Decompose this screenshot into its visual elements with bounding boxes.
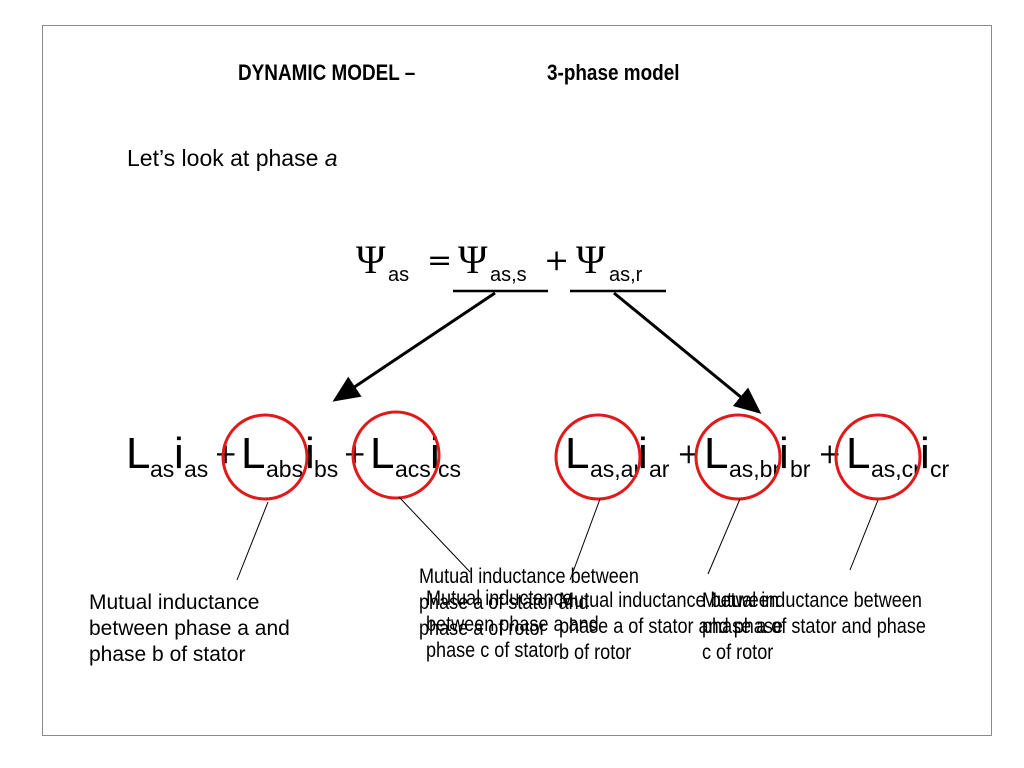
- psi-lhs-sub: as: [388, 264, 410, 286]
- psi-stator-term: Ψ: [458, 237, 488, 282]
- rotor-i1: i: [638, 429, 648, 478]
- stator-L3-sub: acs: [395, 456, 431, 482]
- rotor-L2-sub: as,br: [729, 456, 781, 482]
- stator-L2: L: [241, 429, 266, 478]
- rotor-L1-sub: as,ar: [590, 456, 642, 482]
- rotor-i1-sub: ar: [649, 456, 670, 482]
- psi-stator-sub: as,s: [490, 264, 527, 286]
- rotor-i3-sub: cr: [930, 456, 950, 482]
- rotor-plus-1: +: [677, 437, 701, 470]
- psi-rotor-term: Ψ: [576, 237, 606, 282]
- rotor-i2-sub: br: [790, 456, 811, 482]
- stator-L1: L: [126, 429, 151, 478]
- stator-L2-sub: abs: [266, 456, 304, 482]
- note-ac-rotor: Mutual inductance between phase a of sta…: [702, 589, 926, 664]
- slide-frame: [42, 25, 992, 736]
- note-ac-stator: Mutual inductance between phase a and ph…: [426, 587, 599, 662]
- title-3-phase-model: 3-phase model: [547, 60, 680, 85]
- stator-L1-sub: as: [150, 456, 175, 482]
- stator-i1: i: [174, 429, 184, 478]
- psi-rotor-sub: as,r: [609, 264, 643, 286]
- stator-i2-sub: bs: [314, 456, 339, 482]
- intro-phase: a: [324, 145, 338, 171]
- rotor-plus-2: +: [818, 437, 842, 470]
- title-dynamic-model: DYNAMIC MODEL –: [238, 60, 416, 85]
- plus-sign: +: [544, 243, 570, 278]
- rotor-L1: L: [565, 429, 590, 478]
- note-ab-stator: Mutual inductance between phase a and ph…: [89, 591, 290, 666]
- rotor-i3: i: [920, 429, 930, 478]
- intro-text: Let’s look at phase a: [127, 145, 338, 171]
- equals-sign: =: [427, 243, 453, 278]
- rotor-L3: L: [846, 429, 871, 478]
- stator-L3: L: [370, 429, 395, 478]
- stator-i1-sub: as: [184, 456, 209, 482]
- rotor-i2: i: [779, 429, 789, 478]
- rotor-L2: L: [704, 429, 729, 478]
- stator-plus-2: +: [343, 437, 367, 470]
- psi-lhs: Ψ: [356, 237, 386, 282]
- stator-i2: i: [305, 429, 315, 478]
- stator-plus-1: +: [214, 437, 238, 470]
- note-ab-rotor: Mutual inductance between phase a of sta…: [559, 589, 783, 664]
- rotor-L3-sub: as,cr: [871, 456, 921, 482]
- stator-i3-sub: cs: [438, 456, 461, 482]
